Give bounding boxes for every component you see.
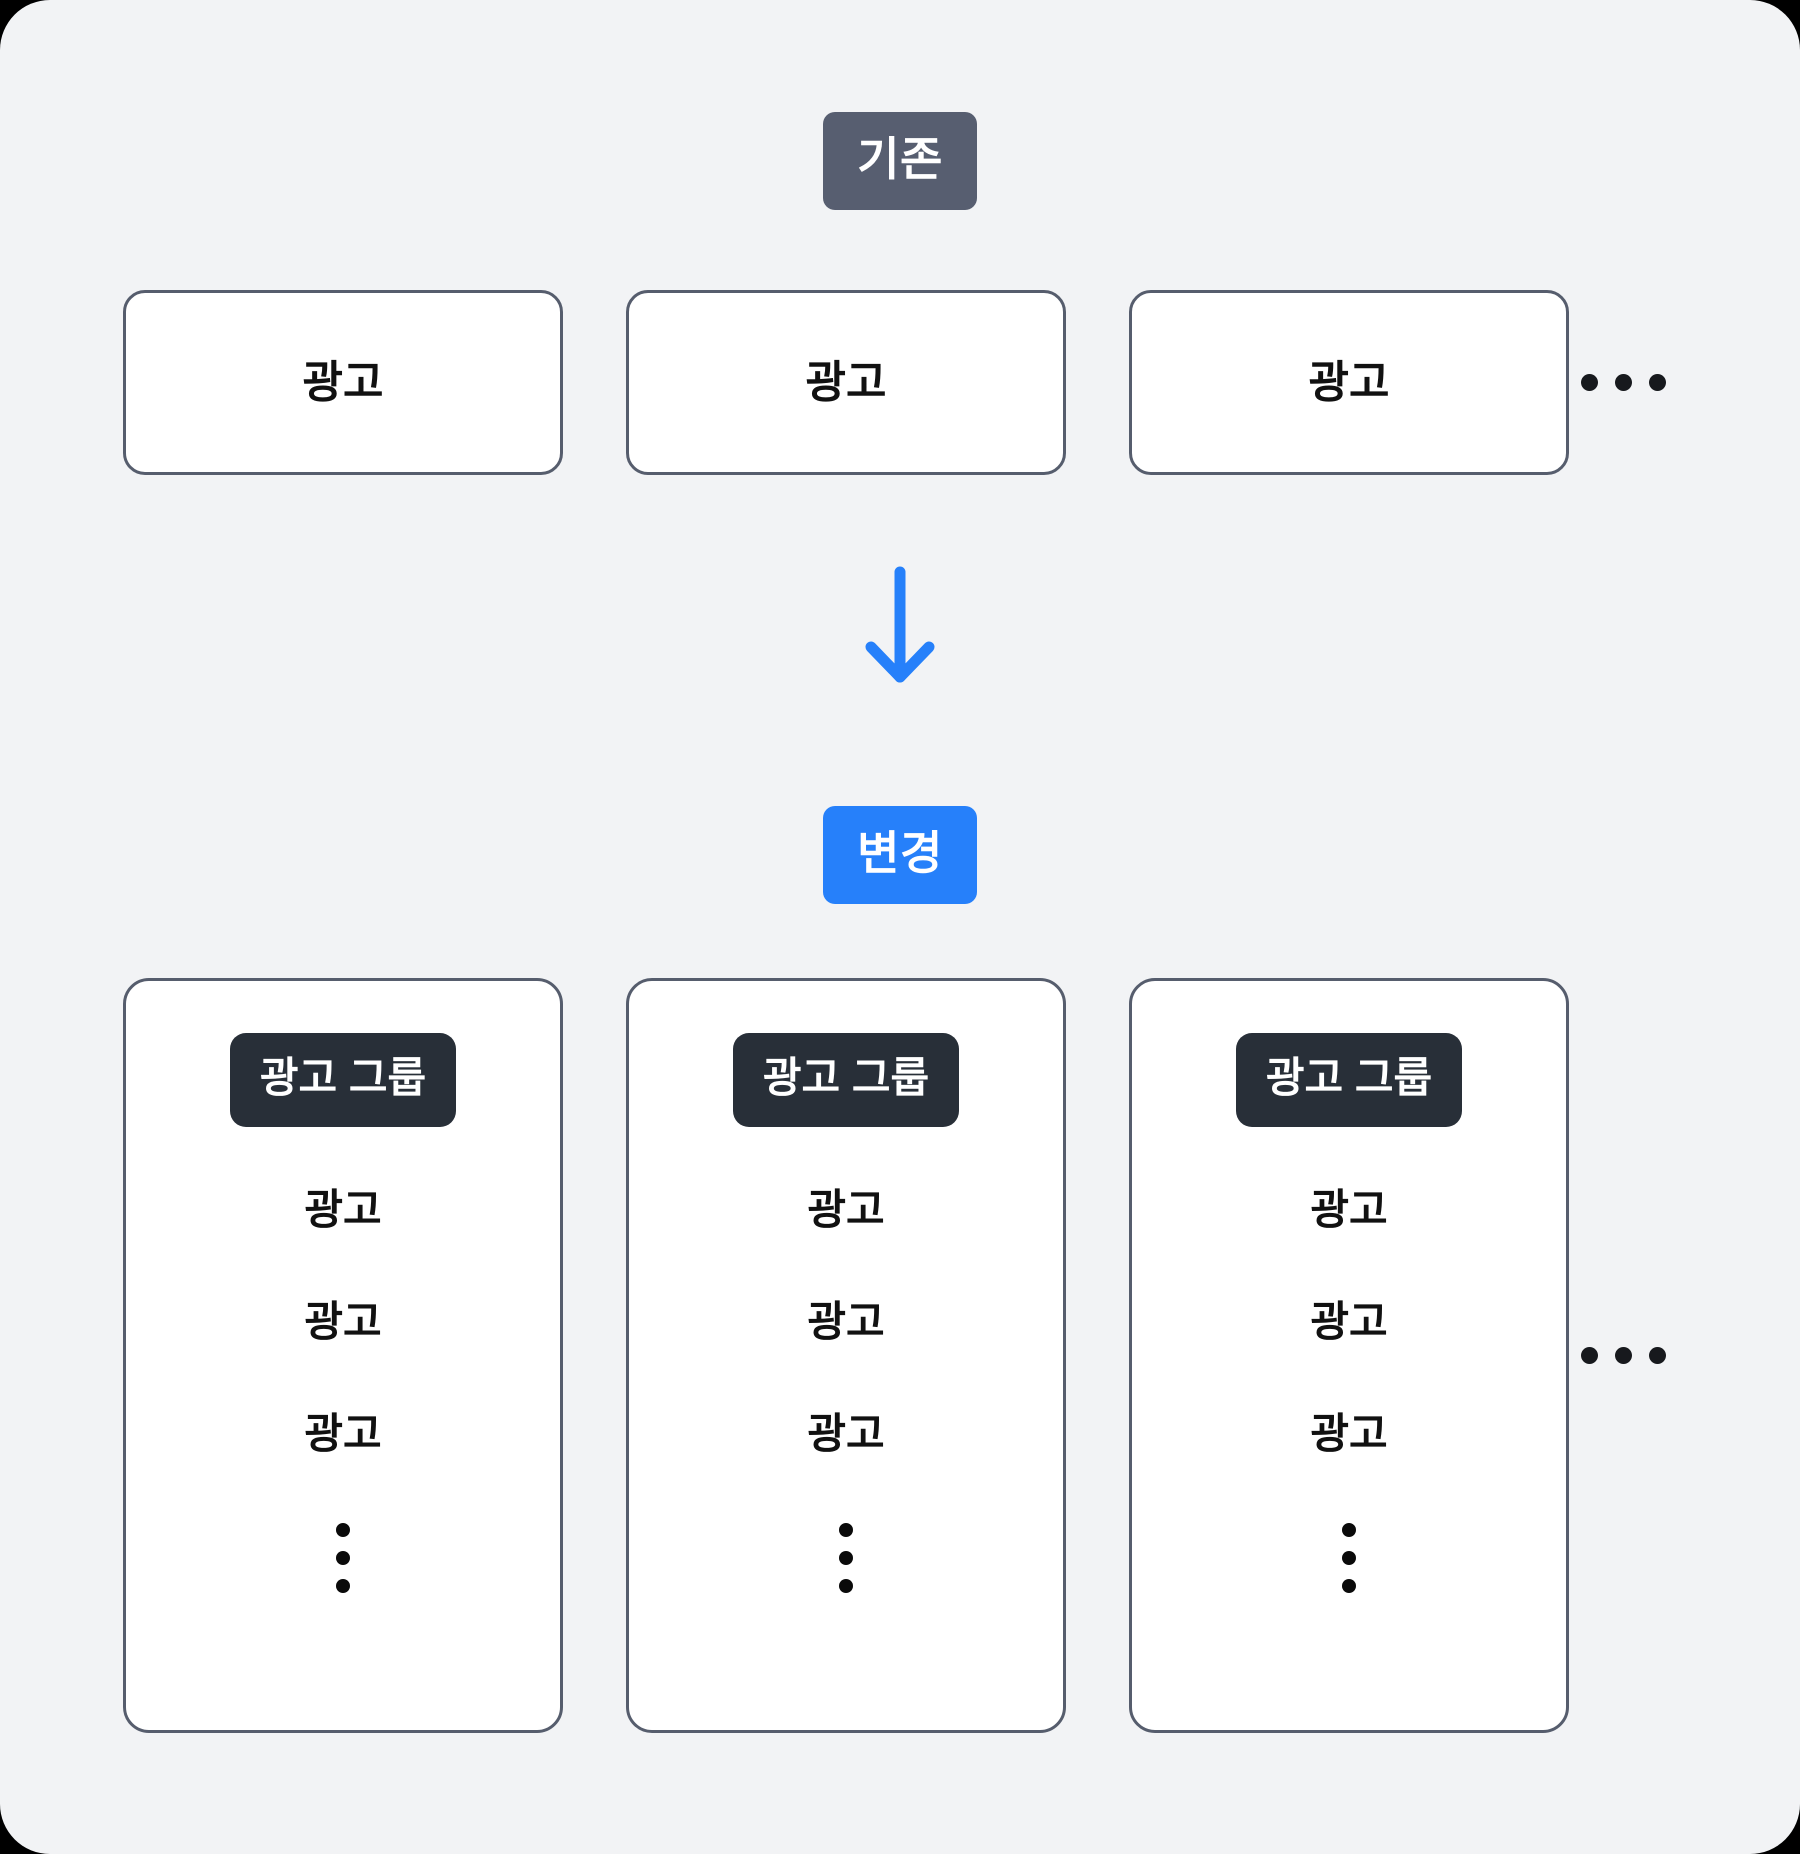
ad-group-badge: 광고 그룹	[1235, 1033, 1463, 1127]
ad-group-item[interactable]: 광고	[304, 1410, 382, 1457]
ad-card[interactable]: 광고	[626, 290, 1066, 475]
ad-group-item[interactable]: 광고	[304, 1186, 382, 1233]
vertical-ellipsis-icon[interactable]	[336, 1523, 350, 1593]
ad-group-badge: 광고 그룹	[229, 1033, 457, 1127]
ad-group-item[interactable]: 광고	[807, 1298, 885, 1345]
before-badge: 기존	[823, 112, 977, 210]
ad-card-label: 광고	[302, 357, 384, 407]
after-groups-row: 광고 그룹 광고 광고 광고 광고 그룹 광고 광고 광고 광고 그룹 광고 광…	[123, 978, 1677, 1733]
horizontal-ellipsis-icon[interactable]	[1580, 374, 1666, 391]
transition-arrow-wrap	[0, 565, 1800, 690]
ad-group-item[interactable]: 광고	[1310, 1298, 1388, 1345]
ad-group-item[interactable]: 광고	[807, 1410, 885, 1457]
ad-card[interactable]: 광고	[1129, 290, 1569, 475]
ad-card-label: 광고	[805, 357, 887, 407]
after-section-header: 변경	[0, 806, 1800, 904]
ad-group-card[interactable]: 광고 그룹 광고 광고 광고	[626, 978, 1066, 1733]
ad-card-label: 광고	[1308, 357, 1390, 407]
before-section-header: 기존	[0, 112, 1800, 210]
ad-group-badge: 광고 그룹	[732, 1033, 960, 1127]
before-cards-row: 광고 광고 광고	[123, 290, 1677, 475]
ad-group-card[interactable]: 광고 그룹 광고 광고 광고	[1129, 978, 1569, 1733]
arrow-down-icon	[865, 566, 935, 683]
ad-group-item[interactable]: 광고	[304, 1298, 382, 1345]
ad-group-item[interactable]: 광고	[1310, 1410, 1388, 1457]
ad-group-item[interactable]: 광고	[1310, 1186, 1388, 1233]
after-badge: 변경	[823, 806, 977, 904]
horizontal-ellipsis-icon[interactable]	[1580, 1347, 1666, 1364]
before-overflow-slot	[1569, 290, 1677, 475]
ad-card[interactable]: 광고	[123, 290, 563, 475]
after-overflow-slot	[1569, 978, 1677, 1733]
vertical-ellipsis-icon[interactable]	[839, 1523, 853, 1593]
ad-group-card[interactable]: 광고 그룹 광고 광고 광고	[123, 978, 563, 1733]
ad-group-item[interactable]: 광고	[807, 1186, 885, 1233]
vertical-ellipsis-icon[interactable]	[1342, 1523, 1356, 1593]
